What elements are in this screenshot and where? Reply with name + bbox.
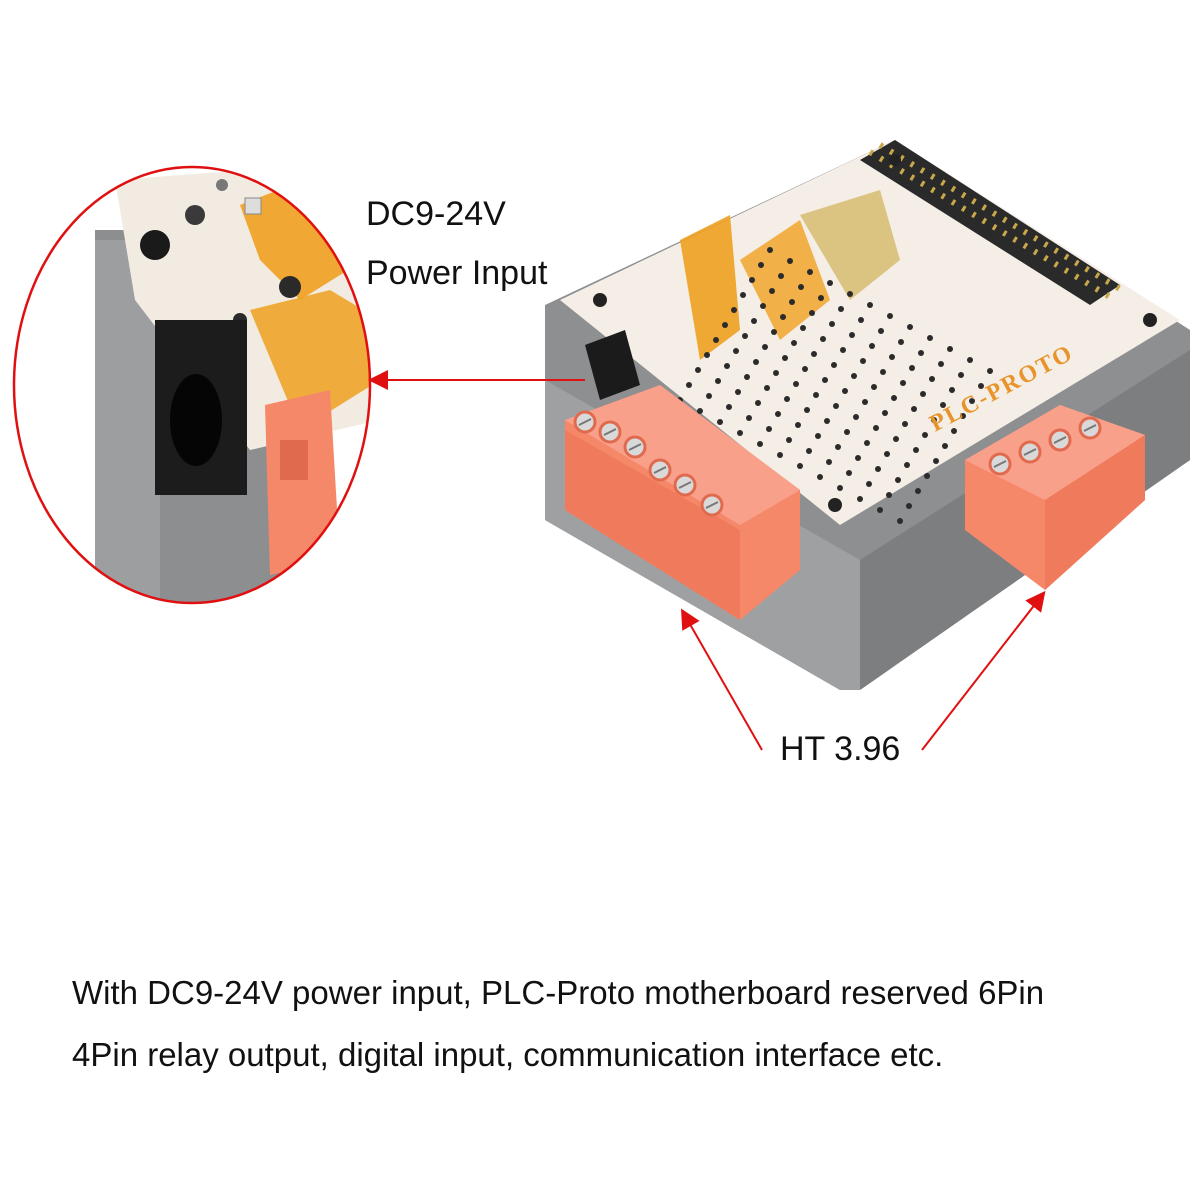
power-voltage-label: DC9-24V bbox=[366, 195, 506, 233]
header-pins bbox=[860, 140, 1127, 305]
zoom-inset bbox=[12, 165, 372, 605]
power-input-label: Power Input bbox=[366, 254, 548, 292]
terminal-block-6pin bbox=[565, 385, 800, 620]
terminal-arrow-left bbox=[681, 608, 763, 751]
description-line-1: With DC9-24V power input, PLC-Proto moth… bbox=[72, 974, 1045, 1011]
proto-grid bbox=[677, 247, 993, 524]
terminal-pitch-label: HT 3.96 bbox=[780, 730, 901, 768]
description-line-2: 4Pin relay output, digital input, commun… bbox=[72, 1036, 944, 1073]
terminal-block-4pin bbox=[965, 405, 1145, 590]
callout-arrows bbox=[368, 370, 1046, 751]
terminal-arrow-right bbox=[921, 590, 1046, 751]
plc-proto-module: PLC-PROTO bbox=[545, 140, 1190, 690]
